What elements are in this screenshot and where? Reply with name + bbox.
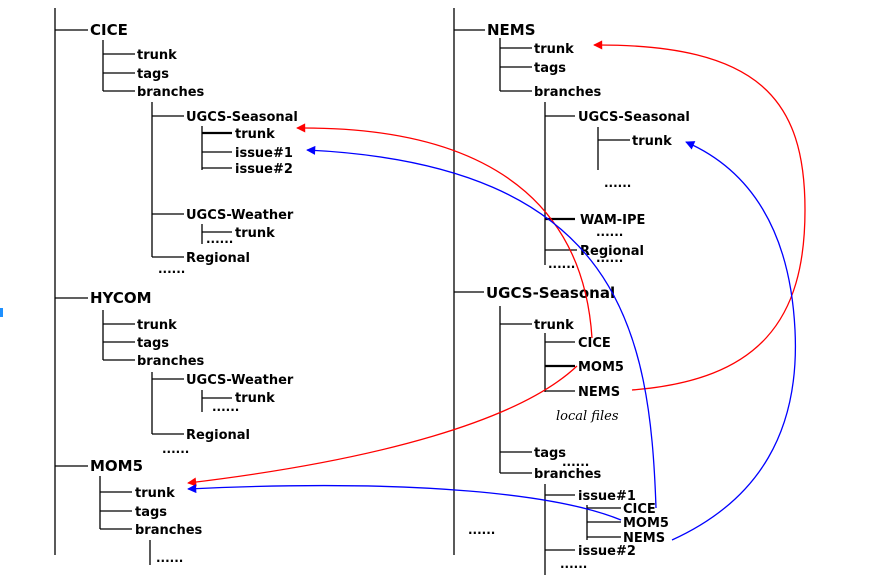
mom5-dots: ...... <box>156 551 183 565</box>
ugcs-seasonal-title: UGCS-Seasonal <box>486 284 615 302</box>
cice-title: CICE <box>90 21 128 39</box>
ugcs-issue2-dots: ...... <box>560 557 587 571</box>
blue-link-cice-issue1 <box>306 145 657 509</box>
nems-regional-dots: ...... <box>596 251 623 265</box>
cice-regional: Regional <box>186 251 250 266</box>
cice-weather-dots: ...... <box>206 232 233 246</box>
nems-ugcs-seasonal: UGCS-Seasonal <box>578 110 690 125</box>
red-link-nems-trunk <box>593 40 806 391</box>
edge-marker <box>0 308 3 317</box>
cice-seasonal-issue2: issue#2 <box>235 162 293 177</box>
blue-link-nems-trunk <box>671 141 797 541</box>
cice-tags: tags <box>137 67 169 82</box>
nems-trunk: trunk <box>534 42 574 57</box>
cice-weather-trunk: trunk <box>235 226 275 241</box>
mom5-tags: tags <box>135 505 167 520</box>
hycom-tags: tags <box>137 336 169 351</box>
mom5-trunk: trunk <box>135 486 175 501</box>
ugcs-branches: branches <box>534 467 602 482</box>
nems-wam-ipe: WAM-IPE <box>580 213 645 228</box>
hycom-dots: ...... <box>162 442 189 456</box>
blue-link-mom5-trunk <box>187 484 622 521</box>
hycom-ugcs-weather: UGCS-Weather <box>186 373 294 388</box>
ugcs-trunk-mom5: MOM5 <box>578 360 624 375</box>
nems-seasonal-trunk: trunk <box>632 134 672 149</box>
ugcs-issue1: issue#1 <box>578 489 636 504</box>
cice-ugcs-seasonal: UGCS-Seasonal <box>186 110 298 125</box>
ugcs-trunk-cice: CICE <box>578 336 611 351</box>
nems-dots: ...... <box>548 257 575 271</box>
ugcs-trunk: trunk <box>534 318 574 333</box>
hycom-branches: branches <box>137 354 205 369</box>
nems-seasonal-dots: ...... <box>604 176 631 190</box>
mom5-branches: branches <box>135 523 203 538</box>
ugcs-local-files: local files <box>556 409 619 424</box>
ugcs-issue1-nems: NEMS <box>623 531 665 546</box>
cice-branches: branches <box>137 85 205 100</box>
hycom-weather-trunk: trunk <box>235 391 275 406</box>
nems-tags: tags <box>534 61 566 76</box>
hycom-trunk: trunk <box>137 318 177 333</box>
right-tree-lines <box>453 8 630 575</box>
ugcs-tags: tags <box>534 446 566 461</box>
cice-ugcs-weather: UGCS-Weather <box>186 208 294 223</box>
nems-branches: branches <box>534 85 602 100</box>
red-link-mom5-trunk <box>187 365 578 487</box>
ugcs-side-dots: ...... <box>468 523 495 537</box>
hycom-regional: Regional <box>186 428 250 443</box>
hycom-title: HYCOM <box>90 289 152 307</box>
ugcs-issue2: issue#2 <box>578 544 636 559</box>
red-link-cice-trunk <box>296 123 593 339</box>
left-tree-lines <box>54 8 232 565</box>
hycom-weather-dots: ...... <box>212 400 239 414</box>
nems-wam-dots: ...... <box>596 225 623 239</box>
ugcs-trunk-nems: NEMS <box>578 385 620 400</box>
nems-title: NEMS <box>487 21 536 39</box>
cice-dots: ...... <box>158 262 185 276</box>
ugcs-issue1-cice: CICE <box>623 502 656 517</box>
cice-trunk: trunk <box>137 48 177 63</box>
nems-regional: Regional <box>580 244 644 259</box>
ugcs-issue1-mom5: MOM5 <box>623 516 669 531</box>
mom5-title: MOM5 <box>90 457 143 475</box>
cice-seasonal-issue1: issue#1 <box>235 146 293 161</box>
cice-seasonal-trunk: trunk <box>235 127 275 142</box>
ugcs-tags-dots: ...... <box>562 455 589 469</box>
